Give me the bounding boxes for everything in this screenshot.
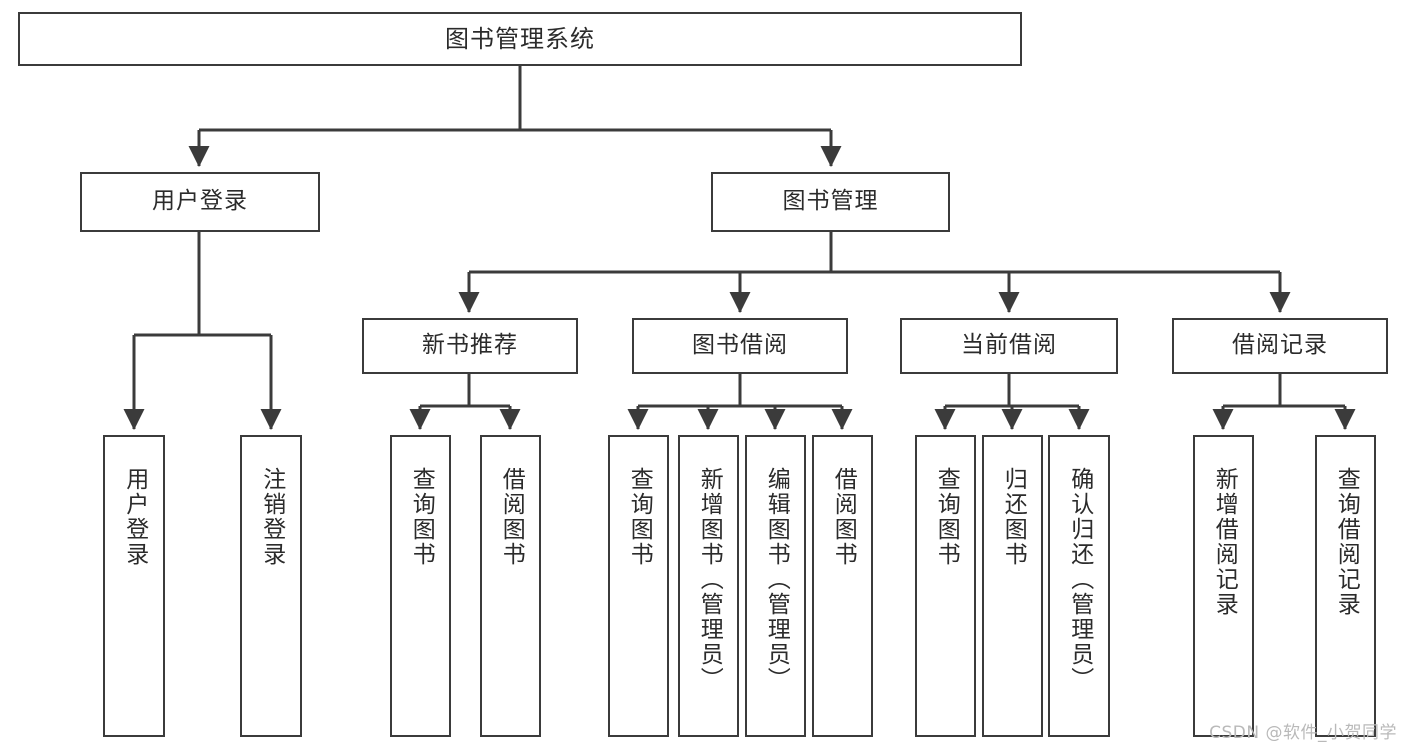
leaf-label: 用户登录 [121,467,148,567]
leaf-label: 归还图书 [1000,467,1027,567]
leaf-label: 查询借阅记录 [1333,467,1360,617]
node-book-manage[interactable]: 图书管理 [711,172,950,232]
leaf-user-login-login[interactable]: 用户登录 [103,435,165,737]
leaf-label: 查询图书 [626,467,653,567]
leaf-borrow-record-query[interactable]: 查询借阅记录 [1315,435,1376,737]
leaf-label: 注销登录 [258,467,285,567]
leaf-label: 确认归还（管理员） [1066,467,1093,692]
leaf-new-book-borrow[interactable]: 借阅图书 [480,435,541,737]
leaf-label: 借阅图书 [830,467,857,567]
node-new-book-recommend[interactable]: 新书推荐 [362,318,578,374]
node-user-login[interactable]: 用户登录 [80,172,320,232]
leaf-current-borrow-query[interactable]: 查询图书 [915,435,976,737]
leaf-new-book-query[interactable]: 查询图书 [390,435,451,737]
leaf-book-borrow-borrow[interactable]: 借阅图书 [812,435,873,737]
leaf-user-login-logout[interactable]: 注销登录 [240,435,302,737]
leaf-label: 借阅图书 [498,467,525,567]
leaf-current-borrow-return[interactable]: 归还图书 [982,435,1043,737]
node-root-system[interactable]: 图书管理系统 [18,12,1022,66]
node-book-borrow[interactable]: 图书借阅 [632,318,848,374]
leaf-book-borrow-edit[interactable]: 编辑图书（管理员） [745,435,806,737]
leaf-label: 新增图书（管理员） [696,467,723,692]
leaf-current-borrow-confirm[interactable]: 确认归还（管理员） [1048,435,1110,737]
node-borrow-record[interactable]: 借阅记录 [1172,318,1388,374]
leaf-label: 查询图书 [933,467,960,567]
node-current-borrow[interactable]: 当前借阅 [900,318,1118,374]
leaf-label: 查询图书 [408,467,435,567]
leaf-book-borrow-add[interactable]: 新增图书（管理员） [678,435,739,737]
leaf-book-borrow-query[interactable]: 查询图书 [608,435,669,737]
leaf-label: 新增借阅记录 [1211,467,1238,617]
leaf-label: 编辑图书（管理员） [763,467,790,692]
watermark-label: CSDN @软件_小贺同学 [1209,723,1397,743]
leaf-borrow-record-add[interactable]: 新增借阅记录 [1193,435,1254,737]
